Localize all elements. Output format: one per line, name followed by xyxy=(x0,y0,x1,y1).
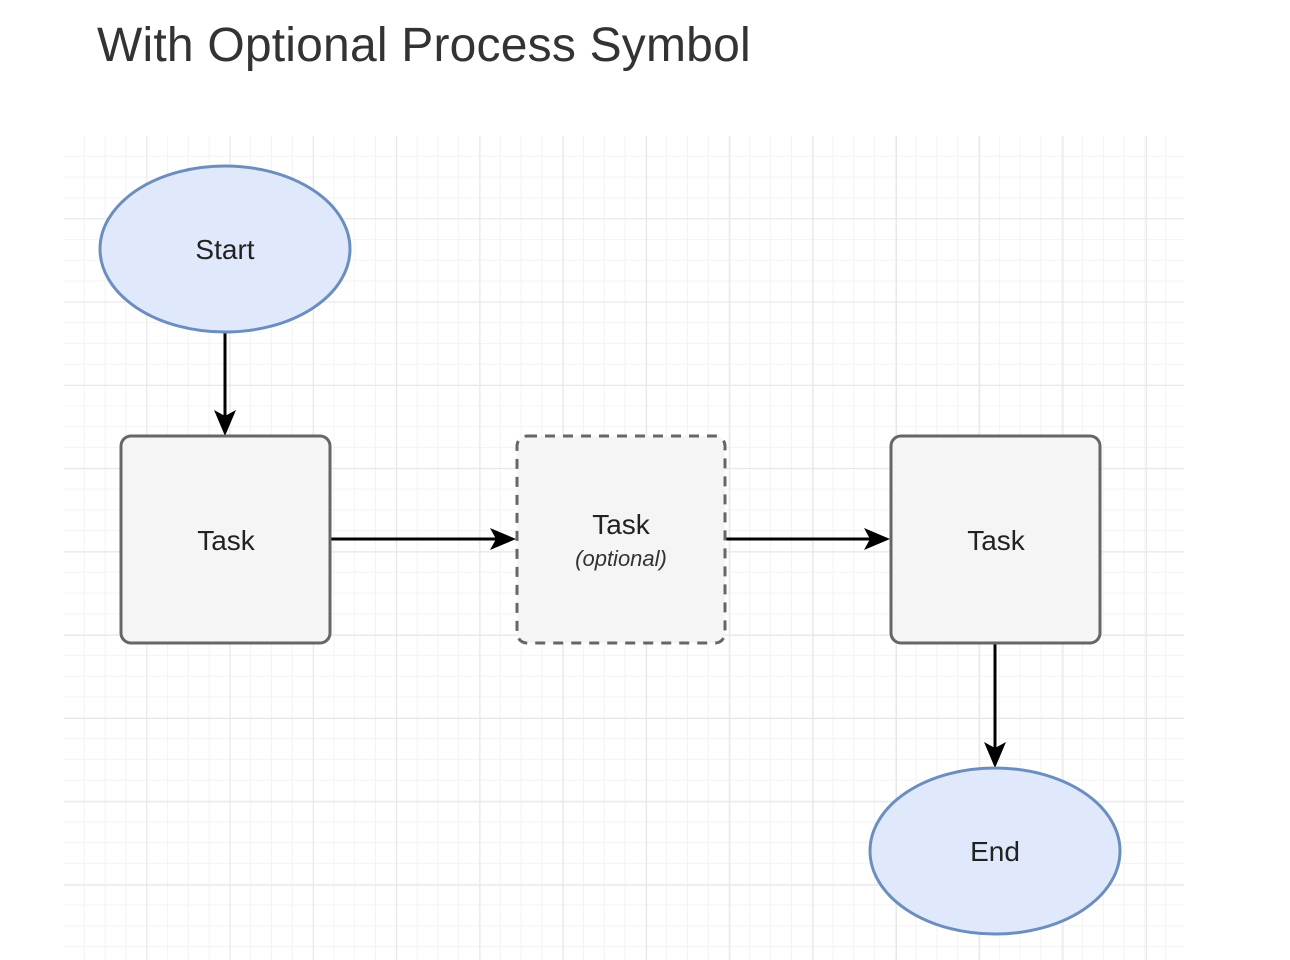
optional-task-node[interactable]: Task (optional) xyxy=(515,434,727,645)
task-node[interactable]: Task xyxy=(889,434,1102,645)
connector-task-to-optional-task[interactable] xyxy=(331,528,516,550)
task-node[interactable]: Task xyxy=(119,434,332,645)
task-node-label: Task xyxy=(967,525,1026,556)
start-node[interactable]: Start xyxy=(98,164,352,334)
page-title: With Optional Process Symbol xyxy=(97,19,751,72)
end-node-label: End xyxy=(970,836,1020,867)
optional-task-sublabel: (optional) xyxy=(575,546,667,571)
connector-start-to-task[interactable] xyxy=(214,333,236,436)
optional-task-label: Task xyxy=(592,509,651,540)
start-node-label: Start xyxy=(195,234,254,265)
end-node[interactable]: End xyxy=(868,766,1122,936)
task-node-label: Task xyxy=(197,525,256,556)
connector-task-to-end[interactable] xyxy=(984,644,1006,768)
connector-optional-task-to-task[interactable] xyxy=(726,528,890,550)
